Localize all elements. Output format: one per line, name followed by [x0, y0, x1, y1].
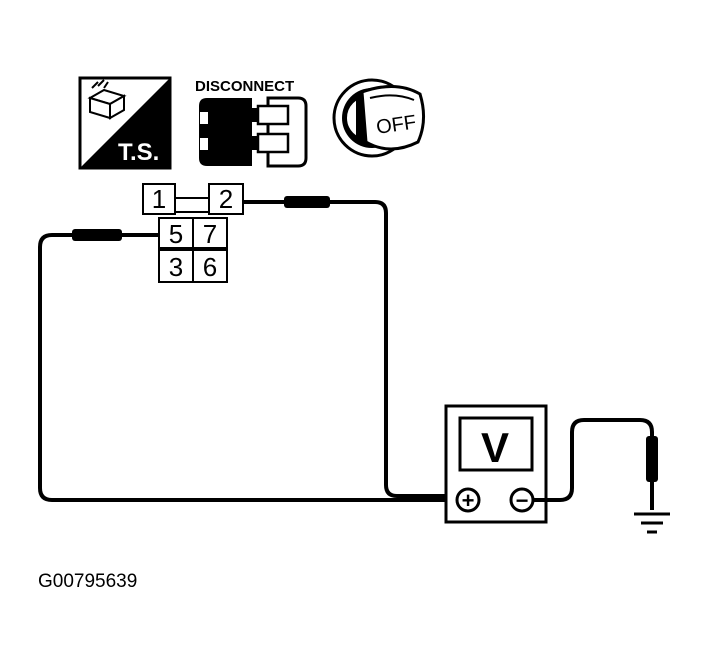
figure-id: G00795639 — [38, 571, 137, 592]
ts-label: T.S. — [118, 139, 159, 166]
pin-1-box — [142, 183, 176, 215]
ts-icon: T.S. — [78, 76, 172, 170]
minus-terminal-label: − — [516, 488, 529, 513]
disconnect-label: DISCONNECT — [195, 78, 294, 95]
wire-meter-to-ground — [533, 418, 654, 510]
pin-5-label: 5 — [169, 219, 183, 249]
pin-7-box — [192, 217, 228, 249]
ignition-key-icon: OFF — [332, 78, 425, 158]
probe-tip-ground — [646, 436, 658, 482]
pin-3-label: 3 — [169, 252, 183, 282]
pin-7-label: 7 — [203, 219, 217, 249]
pin-6-label: 6 — [203, 252, 217, 282]
disconnect-icon: DISCONNECT — [195, 78, 308, 168]
pin-3-box — [158, 249, 194, 283]
voltmeter: V + − — [444, 404, 548, 524]
ground-icon — [634, 512, 670, 534]
wire-pin2-to-meter — [243, 200, 466, 498]
pin-6-box — [192, 249, 228, 283]
voltmeter-label: V — [481, 424, 509, 471]
probe-tip-pin2 — [284, 196, 330, 208]
wire-pin5-to-meter — [38, 233, 466, 502]
pin-2-label: 2 — [219, 184, 233, 214]
plus-terminal-label: + — [462, 488, 475, 513]
probe-tip-pin5 — [72, 229, 122, 241]
parts-box-icon — [87, 79, 127, 120]
plus-terminal — [455, 487, 481, 513]
connector-pin-block — [142, 183, 244, 283]
pin-1-label: 1 — [152, 184, 166, 214]
